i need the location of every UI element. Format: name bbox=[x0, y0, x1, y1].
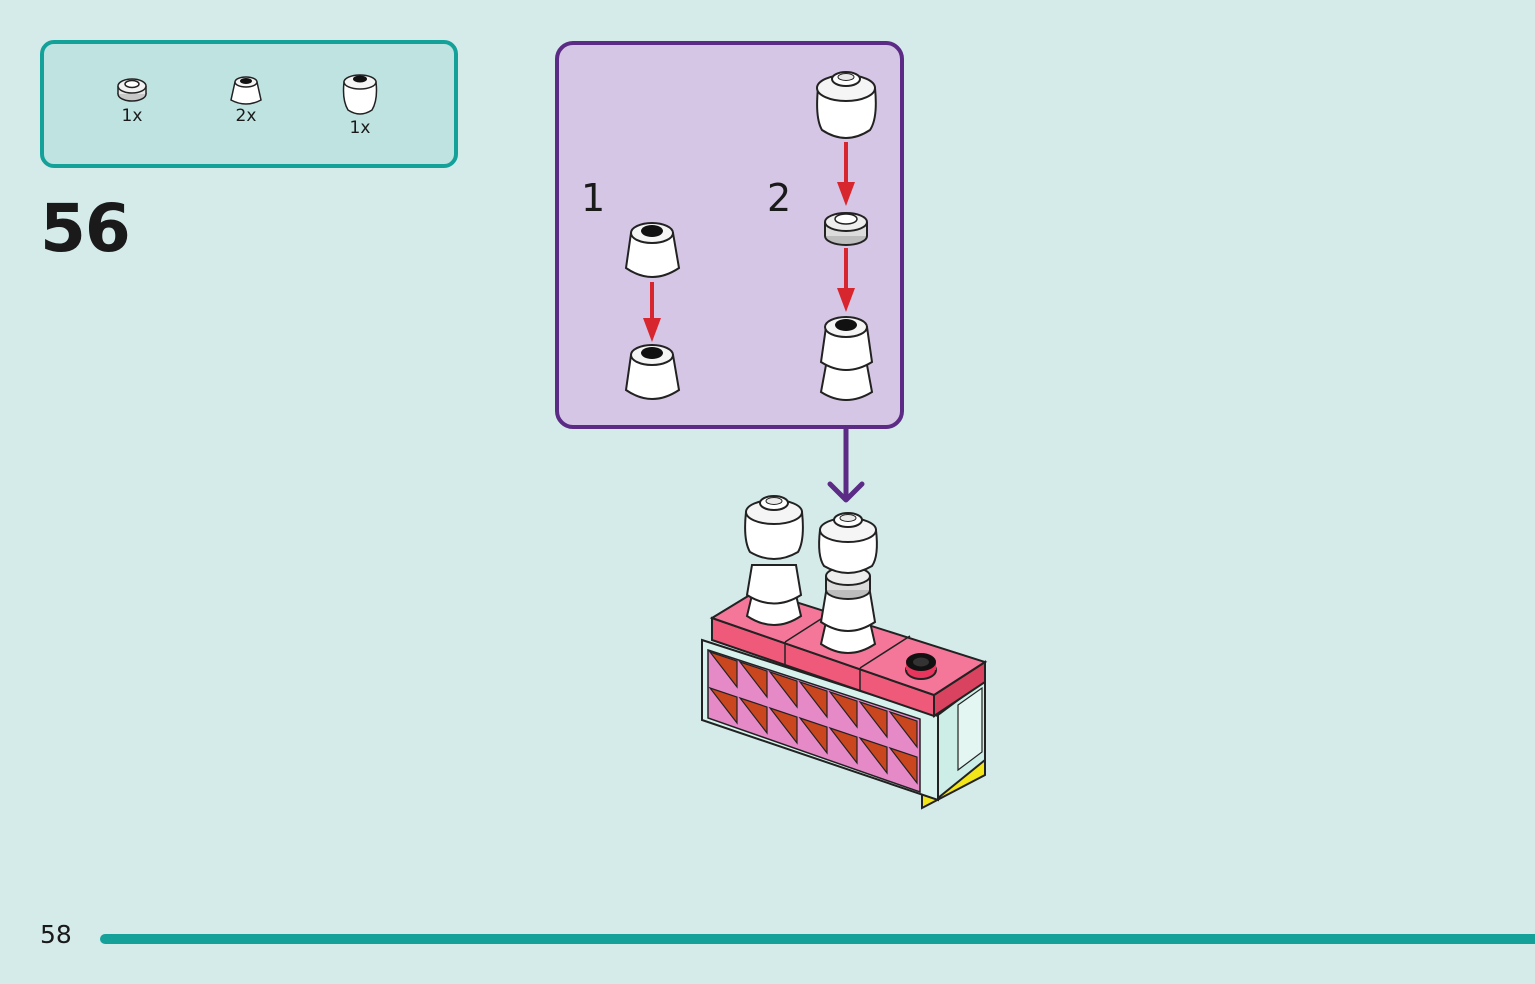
substep-1-assembly bbox=[624, 222, 681, 400]
substep-2-assembly bbox=[816, 71, 877, 401]
parts-list-callout: 1x 2x 1x bbox=[40, 40, 458, 168]
page-number: 58 bbox=[40, 920, 72, 949]
part-item: 1x bbox=[330, 70, 390, 138]
step-number: 56 bbox=[40, 190, 131, 267]
left-column-stack bbox=[744, 495, 804, 626]
arrow-down-icon bbox=[827, 429, 865, 503]
assembled-model bbox=[701, 495, 988, 810]
page-footer-line bbox=[100, 934, 1535, 944]
part-item: 2x bbox=[216, 70, 276, 126]
cone-icon bbox=[230, 76, 262, 105]
arrow-down-icon bbox=[643, 282, 661, 342]
part-quantity: 1x bbox=[349, 118, 371, 138]
part-item: 1x bbox=[102, 70, 162, 126]
round-plate-part bbox=[824, 212, 868, 246]
round-brick-part bbox=[816, 71, 877, 139]
arrow-down-icon bbox=[837, 142, 855, 206]
substep-label: 2 bbox=[767, 176, 792, 220]
arrow-down-icon bbox=[837, 248, 855, 312]
right-column-stack bbox=[818, 512, 878, 654]
round-brick-icon bbox=[342, 74, 378, 115]
cone-part bbox=[624, 344, 681, 400]
round-plate-icon bbox=[117, 78, 147, 102]
cone-stack-part bbox=[819, 316, 874, 401]
substep-label: 1 bbox=[581, 176, 606, 220]
part-quantity: 1x bbox=[121, 106, 143, 126]
cone-part bbox=[624, 222, 681, 278]
pattern-tile-panel bbox=[707, 648, 921, 794]
part-quantity: 2x bbox=[235, 106, 257, 126]
